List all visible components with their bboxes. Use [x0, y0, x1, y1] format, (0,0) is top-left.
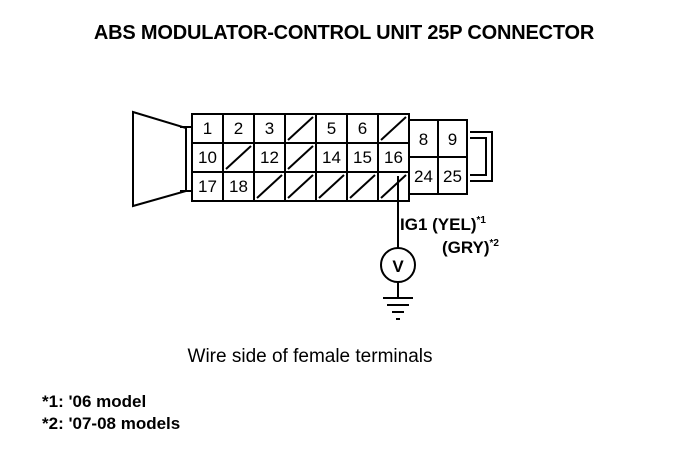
terminal-block-right: 8 9 24 25 — [408, 119, 468, 195]
empty-terminal-slash — [287, 145, 314, 170]
terminal-number: 6 — [358, 119, 367, 138]
empty-terminal-slash — [349, 174, 376, 199]
terminal-number: 2 — [234, 119, 243, 138]
terminal-cell — [222, 113, 255, 144]
terminal-number: 10 — [198, 148, 217, 167]
terminal-number: 17 — [198, 177, 217, 196]
terminal-cell — [191, 142, 224, 173]
terminal-number: 18 — [229, 177, 248, 196]
terminal-number: 1 — [203, 119, 212, 138]
terminal-number: 9 — [448, 130, 457, 149]
terminal-number: 12 — [260, 148, 279, 167]
wire-color-label-2: (GRY)*2 — [442, 238, 499, 257]
terminal-cell — [408, 119, 439, 158]
voltmeter-symbol: V — [392, 257, 404, 276]
terminal-number: 16 — [384, 148, 403, 167]
empty-terminal-slash — [287, 116, 314, 141]
terminal-number: 14 — [322, 148, 341, 167]
ground-icon — [383, 297, 413, 320]
terminal-number: 15 — [353, 148, 372, 167]
terminal-cell — [253, 142, 286, 173]
terminal-cell — [191, 113, 224, 144]
terminal-number: 5 — [327, 119, 336, 138]
footnote-2: *2: '07-08 models — [42, 414, 181, 433]
empty-terminal-slash — [380, 116, 407, 141]
terminal-cell — [437, 156, 468, 195]
voltmeter-icon — [380, 247, 416, 283]
terminal-cell — [191, 171, 224, 202]
footnote-1: *1: '06 model — [42, 392, 147, 411]
terminal-number: 24 — [414, 167, 433, 186]
connector-hood — [132, 110, 187, 208]
empty-terminal-slash — [380, 174, 407, 199]
terminal-number: 8 — [419, 130, 428, 149]
empty-terminal-slash — [287, 174, 314, 199]
diagram-title: ABS MODULATOR-CONTROL UNIT 25P CONNECTOR — [93, 22, 595, 44]
empty-terminal-slash — [318, 174, 345, 199]
wire-color-label-1: IG1 (YEL)*1 — [400, 215, 486, 234]
terminal-number: 25 — [443, 167, 462, 186]
jumper-wire-inner — [470, 137, 487, 176]
terminal-cell — [222, 171, 255, 202]
connector-caption: Wire side of female terminals — [187, 346, 433, 367]
terminal-number: 3 — [265, 119, 274, 138]
empty-terminal-slash — [225, 145, 252, 170]
empty-terminal-slash — [256, 174, 283, 199]
jumper-wire — [470, 131, 493, 182]
